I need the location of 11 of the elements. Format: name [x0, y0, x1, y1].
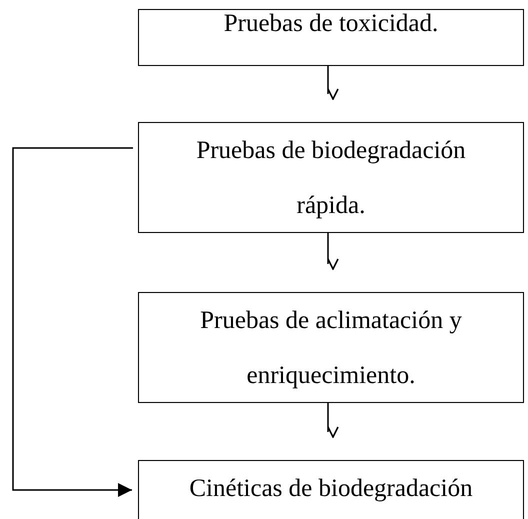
arrow — [327, 66, 339, 100]
box-text: Pruebas de aclimatación y enriquecimiento. — [199, 306, 463, 391]
process-box — [138, 9, 524, 66]
box-text: Pruebas de toxicidad. — [224, 9, 438, 39]
arrow — [327, 233, 339, 270]
arrow — [12, 147, 133, 497]
box-text: Pruebas de biodegradación rápida. — [195, 136, 467, 221]
process-box — [138, 292, 524, 403]
process-box — [138, 122, 524, 233]
arrow — [327, 403, 339, 438]
box-text: Cinéticas de biodegradación — [189, 474, 473, 504]
